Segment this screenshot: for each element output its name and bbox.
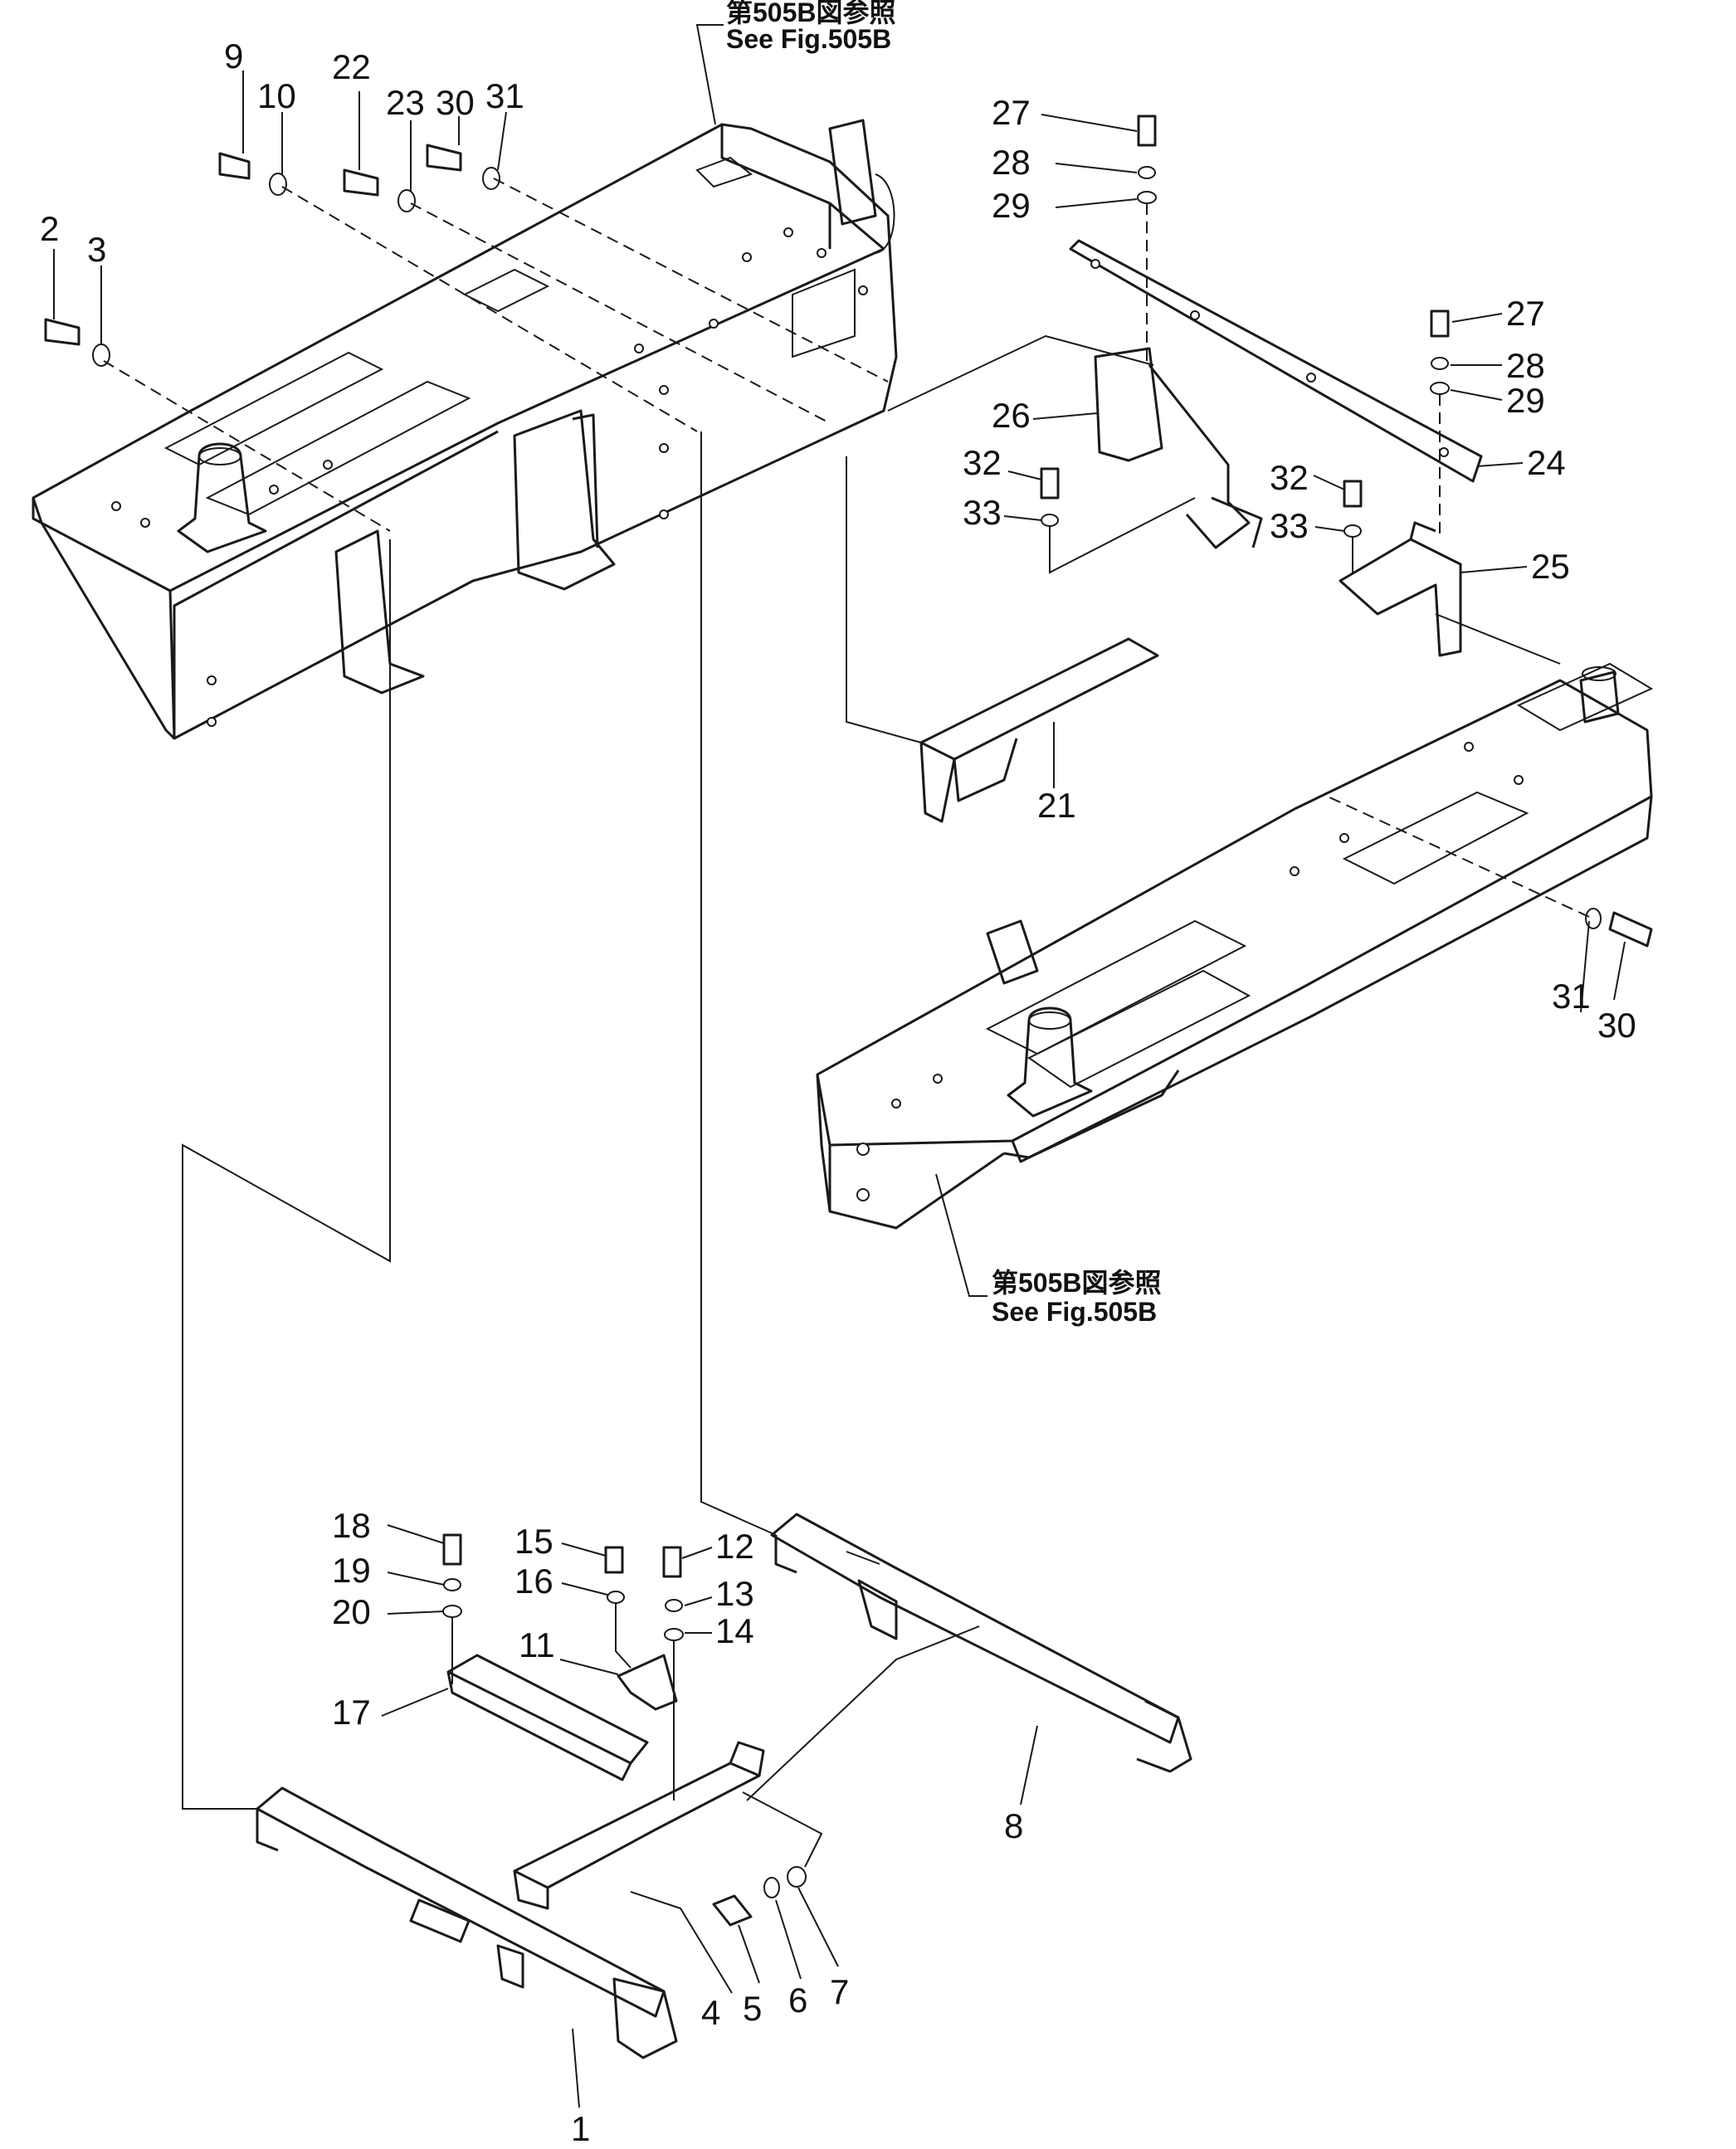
lower-right-frame <box>816 662 1654 1230</box>
callout-28-right: 28 <box>1506 346 1545 385</box>
callout-15: 15 <box>514 1522 553 1561</box>
callout-numbers: 9 10 22 23 30 31 2 3 27 28 29 27 28 29 2… <box>40 37 1636 2148</box>
callout-22: 22 <box>332 47 371 86</box>
reference-leader-mid <box>935 1173 987 1297</box>
callout-6: 6 <box>788 1981 807 2020</box>
callout-26: 26 <box>992 396 1031 435</box>
leader-lines <box>53 71 1626 2108</box>
reference-leader-top <box>695 24 724 125</box>
callout-25: 25 <box>1531 547 1570 586</box>
callout-7: 7 <box>830 1972 849 2011</box>
callout-1: 1 <box>571 2109 590 2148</box>
part-17-plate <box>446 1654 649 1781</box>
callout-31-lower: 31 <box>1552 977 1591 1016</box>
callout-10: 10 <box>257 76 296 115</box>
upper-left-frame <box>32 119 898 740</box>
reference-note-mid-jp: 第505B図参照 <box>992 1268 1162 1298</box>
callout-23: 23 <box>386 83 425 122</box>
reference-note-mid: 第505B図参照 See Fig.505B <box>935 1173 1162 1327</box>
callout-33-right: 33 <box>1270 506 1309 545</box>
part-21-bracket <box>919 637 1159 823</box>
callout-21: 21 <box>1037 786 1076 825</box>
callout-5: 5 <box>743 1989 762 2028</box>
callout-8: 8 <box>1004 1806 1023 1845</box>
callout-14: 14 <box>715 1611 754 1650</box>
callout-12: 12 <box>715 1527 754 1566</box>
callout-20: 20 <box>332 1592 371 1631</box>
callout-2: 2 <box>40 209 59 248</box>
callout-27-upper: 27 <box>992 93 1031 132</box>
callout-29-right: 29 <box>1506 381 1545 420</box>
part-25-bracket <box>1339 521 1462 657</box>
fasteners <box>44 115 1653 1927</box>
part-1-crossmember <box>256 1786 678 2059</box>
callout-3: 3 <box>87 230 106 269</box>
part-4-beam <box>513 1741 765 1910</box>
reference-note-mid-en: See Fig.505B <box>992 1297 1157 1327</box>
callout-30-lower: 30 <box>1597 1006 1636 1045</box>
callout-11: 11 <box>519 1625 555 1664</box>
callout-32-left: 32 <box>963 443 1002 482</box>
callout-29-upper: 29 <box>992 186 1031 225</box>
callout-32-right: 32 <box>1270 458 1309 497</box>
callout-28-upper: 28 <box>992 143 1031 182</box>
callout-33-left: 33 <box>963 493 1002 532</box>
callout-17: 17 <box>332 1693 371 1732</box>
callout-4: 4 <box>701 1993 720 2032</box>
part-8-crossmember <box>770 1513 1192 1773</box>
part-11-bracket <box>617 1654 678 1711</box>
part-24-plate <box>1069 239 1483 483</box>
reference-note-top-en: See Fig.505B <box>726 24 891 54</box>
callout-16: 16 <box>514 1562 553 1601</box>
callout-30-top: 30 <box>436 83 475 122</box>
reference-note-top: 第505B図参照 See Fig.505B <box>695 0 896 125</box>
callout-31-top: 31 <box>485 76 524 115</box>
callout-27-right: 27 <box>1506 294 1545 333</box>
callout-13: 13 <box>715 1574 754 1613</box>
callout-24: 24 <box>1527 443 1566 482</box>
callout-9: 9 <box>224 37 243 76</box>
callout-19: 19 <box>332 1551 371 1590</box>
assembly-lines <box>103 178 1590 1868</box>
reference-note-top-jp: 第505B図参照 <box>726 0 896 27</box>
callout-18: 18 <box>332 1506 371 1545</box>
part-26-bracket <box>1094 347 1263 549</box>
